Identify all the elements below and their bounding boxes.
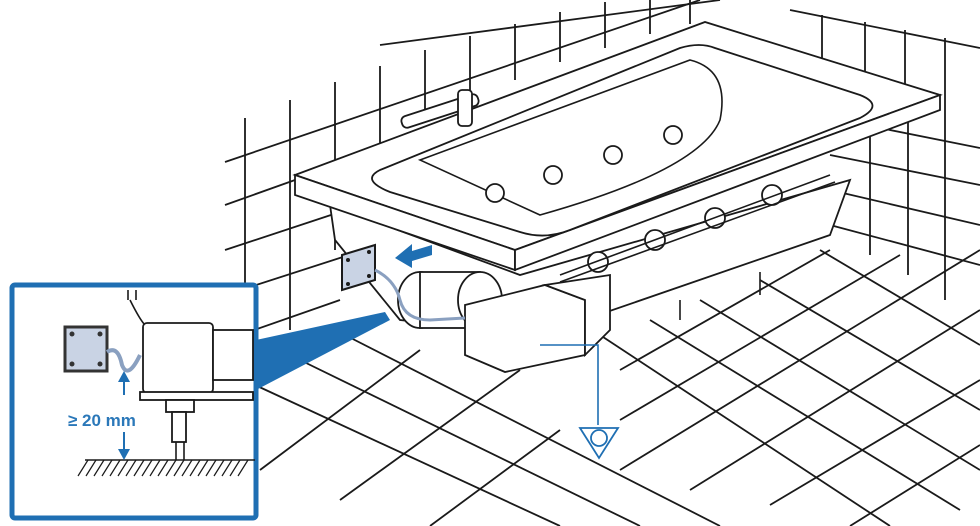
detail-inset xyxy=(9,282,259,521)
junction-box xyxy=(341,243,466,322)
floor-tiles xyxy=(254,249,980,526)
faucet-icon xyxy=(400,89,480,129)
zoom-callout-wedge xyxy=(256,312,390,390)
pump-motor xyxy=(397,271,611,373)
airflow-arrow-icon xyxy=(395,244,432,268)
wall-tiles xyxy=(224,0,980,360)
earth-ground-icon xyxy=(540,344,620,460)
clearance-label: ≥ 20 mm xyxy=(68,411,136,430)
dimension-arrows xyxy=(118,371,130,460)
